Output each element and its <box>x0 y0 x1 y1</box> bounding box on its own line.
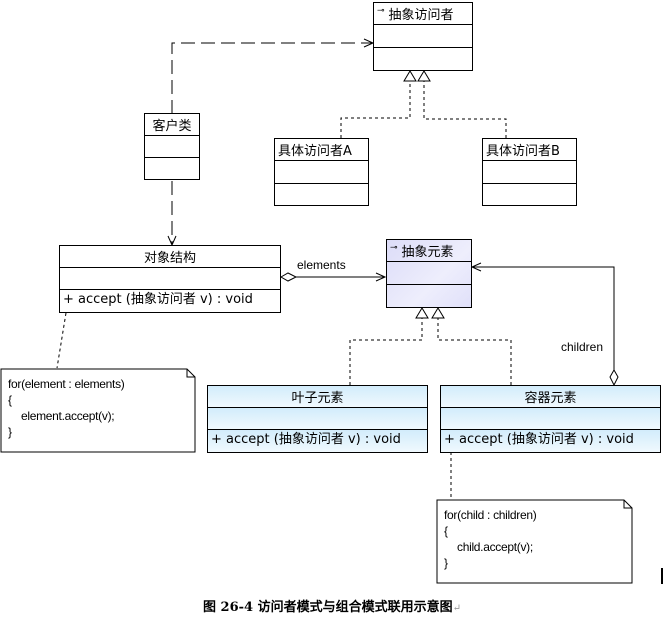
attributes-compartment <box>275 161 368 184</box>
attributes-compartment <box>483 161 576 184</box>
caption-text: 图 26-4 访问者模式与组合模式联用示意图 <box>203 600 453 615</box>
operations-compartment <box>275 184 368 205</box>
elements-aggregation <box>279 272 387 282</box>
label-elements: elements <box>297 258 346 272</box>
operation-accept: + accept (抽象访问者 v) : void <box>441 430 660 452</box>
operations-compartment <box>145 158 199 179</box>
visitor-a-realization <box>340 70 417 138</box>
client-to-visitor-dependency <box>171 38 375 114</box>
class-header: 容器元素 <box>441 386 660 408</box>
class-container-element[interactable]: 容器元素 + accept (抽象访问者 v) : void <box>440 385 661 453</box>
note-shape-container <box>436 499 633 584</box>
note-line: } <box>8 425 12 439</box>
attributes-compartment <box>145 136 199 158</box>
note-line: child.accept(v); <box>457 540 533 554</box>
class-header: 对象结构 <box>60 246 280 268</box>
operation-accept: + accept (抽象访问者 v) : void <box>208 430 427 452</box>
class-client[interactable]: 客户类 <box>144 113 200 180</box>
visitor-b-realization <box>417 70 507 138</box>
class-header: ⊸ 抽象访问者 <box>374 3 472 25</box>
class-header: 客户类 <box>145 114 199 136</box>
attributes-compartment <box>60 268 280 290</box>
class-name: 具体访问者A <box>278 144 352 159</box>
text-cursor <box>661 568 663 584</box>
children-aggregation <box>470 262 619 387</box>
note-line: for(element : elements) <box>8 377 125 391</box>
class-name: 抽象元素 <box>401 245 454 260</box>
return-mark-icon: ↵ <box>452 603 461 614</box>
interface-icon: ⊸ <box>377 5 385 16</box>
interface-icon: ⊸ <box>390 242 398 253</box>
operations-compartment <box>483 184 576 205</box>
class-name: 对象结构 <box>143 251 196 266</box>
operations-compartment <box>387 285 471 307</box>
label-children: children <box>561 340 604 354</box>
class-name: 具体访问者B <box>486 144 560 159</box>
note-line: element.accept(v); <box>21 409 115 423</box>
class-header: 具体访问者B <box>483 139 576 161</box>
class-object-structure[interactable]: 对象结构 + accept (抽象访问者 v) : void <box>59 245 281 313</box>
note-object-structure[interactable]: for(element : elements) { element.accept… <box>2 370 192 450</box>
class-concrete-visitor-a[interactable]: 具体访问者A <box>274 138 369 206</box>
class-name: 抽象访问者 <box>388 8 454 23</box>
class-header: ⊸ 抽象元素 <box>387 240 471 262</box>
client-to-structure-dependency <box>167 181 177 247</box>
attributes-compartment <box>387 262 471 285</box>
note-line: } <box>444 556 448 570</box>
attributes-compartment <box>208 408 427 430</box>
container-realization <box>431 307 512 385</box>
note-line: for(child : children) <box>444 508 537 522</box>
class-name: 客户类 <box>152 119 192 134</box>
figure-caption: 图 26-4 访问者模式与组合模式联用示意图↵ <box>0 596 664 615</box>
class-abstract-element[interactable]: ⊸ 抽象元素 <box>386 239 472 308</box>
note-shape-structure <box>0 368 196 453</box>
note-line: { <box>8 393 12 407</box>
attributes-compartment <box>374 25 472 48</box>
class-name: 容器元素 <box>524 391 577 406</box>
class-header: 叶子元素 <box>208 386 427 408</box>
class-concrete-visitor-b[interactable]: 具体访问者B <box>482 138 577 206</box>
note-line: { <box>444 524 448 538</box>
attributes-compartment <box>441 408 660 430</box>
class-header: 具体访问者A <box>275 139 368 161</box>
leaf-realization <box>349 307 429 385</box>
class-leaf-element[interactable]: 叶子元素 + accept (抽象访问者 v) : void <box>207 385 428 453</box>
operation-accept: + accept (抽象访问者 v) : void <box>63 292 253 307</box>
class-name: 叶子元素 <box>291 391 344 406</box>
note-container-element[interactable]: for(child : children) { child.accept(v);… <box>438 501 628 581</box>
class-abstract-visitor[interactable]: ⊸ 抽象访问者 <box>373 2 473 71</box>
note-anchor-structure <box>56 312 67 369</box>
operations-compartment <box>374 48 472 70</box>
